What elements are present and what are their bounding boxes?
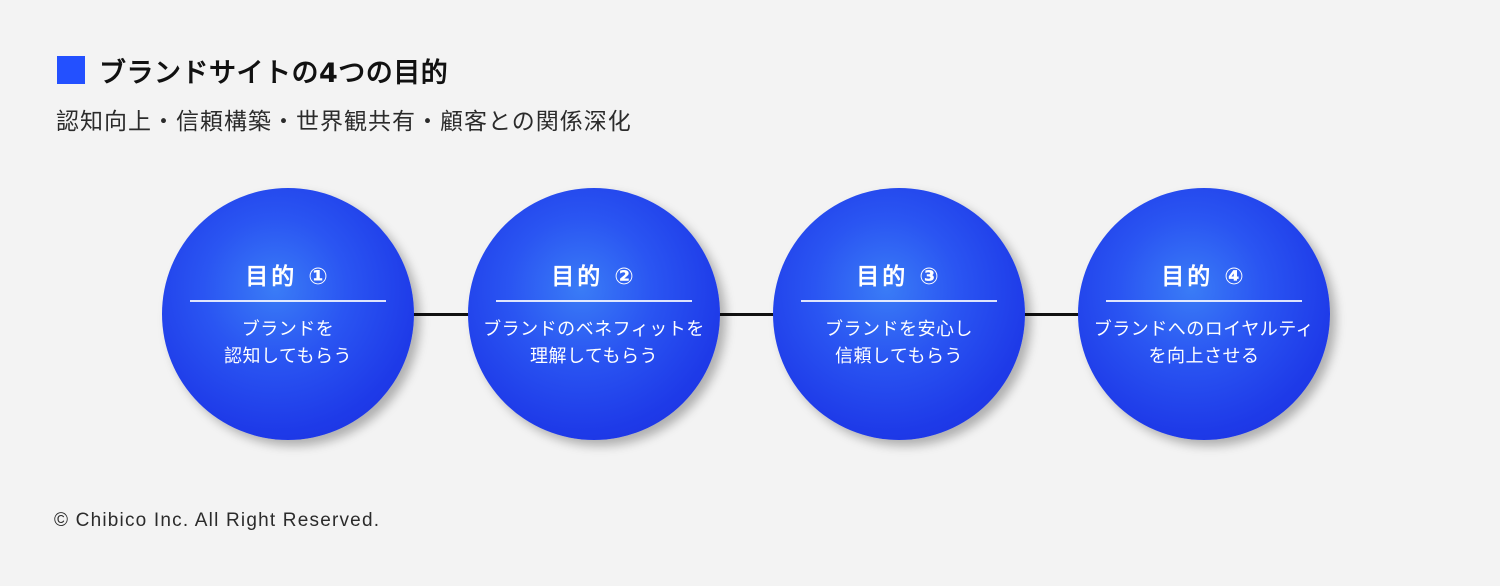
- purpose-line-2: 理解してもらう: [529, 346, 659, 367]
- page-subtitle: 認知向上・信頼構築・世界観共有・顧客との関係深化: [56, 109, 632, 135]
- purpose-line-1: ブランドのベネフィットを: [483, 319, 705, 340]
- purpose-divider: [801, 300, 997, 302]
- purpose-line-2: 信頼してもらう: [834, 346, 964, 367]
- purpose-description: ブランドを 認知してもらう: [162, 316, 414, 370]
- connector-line: [290, 313, 1204, 316]
- header: ブランドサイトの4つの目的: [57, 52, 449, 89]
- purpose-divider: [1106, 300, 1302, 302]
- purpose-description: ブランドを安心し 信頼してもらう: [773, 316, 1025, 370]
- purpose-description: ブランドのベネフィットを 理解してもらう: [468, 316, 720, 370]
- copyright-footer: © Chibico Inc. All Right Reserved.: [54, 510, 381, 531]
- purpose-circle-1: 目的 ① ブランドを 認知してもらう: [162, 188, 414, 440]
- purpose-description: ブランドへのロイヤルティ を向上させる: [1078, 316, 1330, 370]
- title-row: ブランドサイトの4つの目的: [57, 52, 449, 89]
- purpose-title: 目的 ③: [856, 264, 942, 290]
- square-bullet-icon: [57, 56, 85, 84]
- purpose-line-1: ブランドを安心し: [825, 319, 973, 340]
- purpose-line-2: 認知してもらう: [223, 346, 353, 367]
- purpose-title: 目的 ④: [1161, 264, 1247, 290]
- purpose-line-1: ブランドへのロイヤルティ: [1093, 319, 1315, 340]
- purpose-circle-4: 目的 ④ ブランドへのロイヤルティ を向上させる: [1078, 188, 1330, 440]
- purpose-title: 目的 ①: [245, 264, 331, 290]
- purpose-circle-3: 目的 ③ ブランドを安心し 信頼してもらう: [773, 188, 1025, 440]
- purpose-divider: [190, 300, 386, 302]
- purpose-circle-2: 目的 ② ブランドのベネフィットを 理解してもらう: [468, 188, 720, 440]
- purpose-line-2: を向上させる: [1148, 346, 1260, 367]
- page-title: ブランドサイトの4つの目的: [99, 57, 449, 89]
- purpose-line-1: ブランドを: [241, 319, 335, 340]
- purpose-title: 目的 ②: [551, 264, 637, 290]
- purpose-divider: [496, 300, 692, 302]
